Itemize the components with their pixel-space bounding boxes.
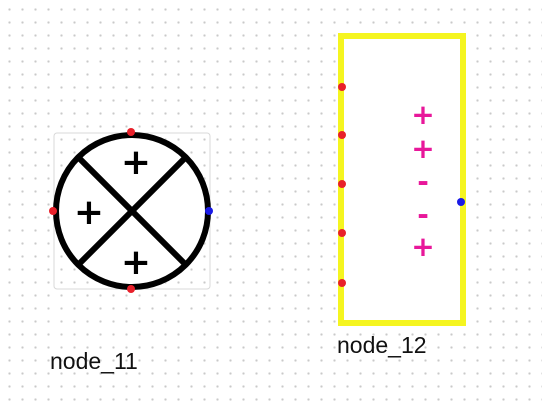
node-12-body	[338, 33, 466, 326]
node-12-port-left-2[interactable]	[338, 131, 346, 139]
node-11-port-right[interactable]	[205, 207, 213, 215]
node-11-port-top[interactable]	[127, 128, 135, 136]
node-12-port-right[interactable]	[457, 198, 465, 206]
node-11-port-left[interactable]	[49, 207, 57, 215]
node-11-cross-line-b	[75, 154, 189, 268]
node-12[interactable]: + + - - +	[338, 33, 466, 326]
node-11-sign-bottom: +	[121, 242, 151, 283]
node-11-port-bottom[interactable]	[127, 285, 135, 293]
node-12-sign-2: +	[411, 132, 434, 165]
node-12-port-left-3[interactable]	[338, 180, 346, 188]
node-11-sign-top: +	[121, 142, 151, 183]
node-12-port-left-4[interactable]	[338, 229, 346, 237]
node-12-sign-3: -	[417, 165, 429, 198]
node-11[interactable]: + + +	[49, 128, 213, 293]
node-11-sign-left: +	[74, 192, 104, 233]
node-12-port-left-1[interactable]	[338, 83, 346, 91]
node-12-sign-5: +	[411, 230, 434, 263]
node-12-sign-1: +	[411, 98, 434, 131]
node-12-label: node_12	[337, 332, 427, 358]
node-11-label: node_11	[50, 348, 138, 374]
node-12-port-left-5[interactable]	[338, 279, 346, 287]
node-12-sign-4: -	[417, 198, 429, 231]
